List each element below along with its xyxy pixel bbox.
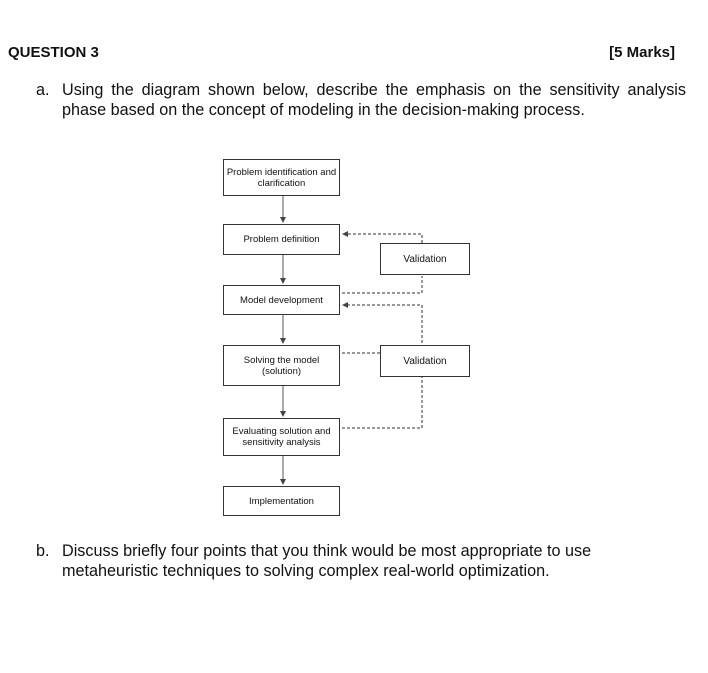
validation-2-to-model <box>342 302 423 343</box>
validation-1-to-definition <box>342 231 423 243</box>
part-b-letter: b. <box>36 542 50 560</box>
validation-box-1: Validation <box>380 243 470 275</box>
question-marks: [5 Marks] <box>609 44 675 61</box>
step-problem-identification: Problem identification and clarification <box>223 159 340 196</box>
part-a-text: Using the diagram shown below, describe … <box>62 81 686 119</box>
step-evaluating-solution: Evaluating solution and sensitivity anal… <box>223 418 340 456</box>
part-a-letter: a. <box>36 81 50 99</box>
step-problem-definition: Problem definition <box>223 224 340 255</box>
model-to-validation-1 <box>342 276 423 294</box>
part-b-text: Discuss briefly four points that you thi… <box>62 542 592 580</box>
step-implementation: Implementation <box>223 486 340 516</box>
evaluating-to-validation-2 <box>342 377 423 429</box>
step-solving-model: Solving the model (solution) <box>223 345 340 386</box>
step-model-development: Model development <box>223 285 340 315</box>
part-b: b. Discuss briefly four points that you … <box>36 541 686 581</box>
part-a: a. Using the diagram shown below, descri… <box>36 80 686 120</box>
question-title: QUESTION 3 <box>8 44 99 61</box>
validation-box-2: Validation <box>380 345 470 377</box>
